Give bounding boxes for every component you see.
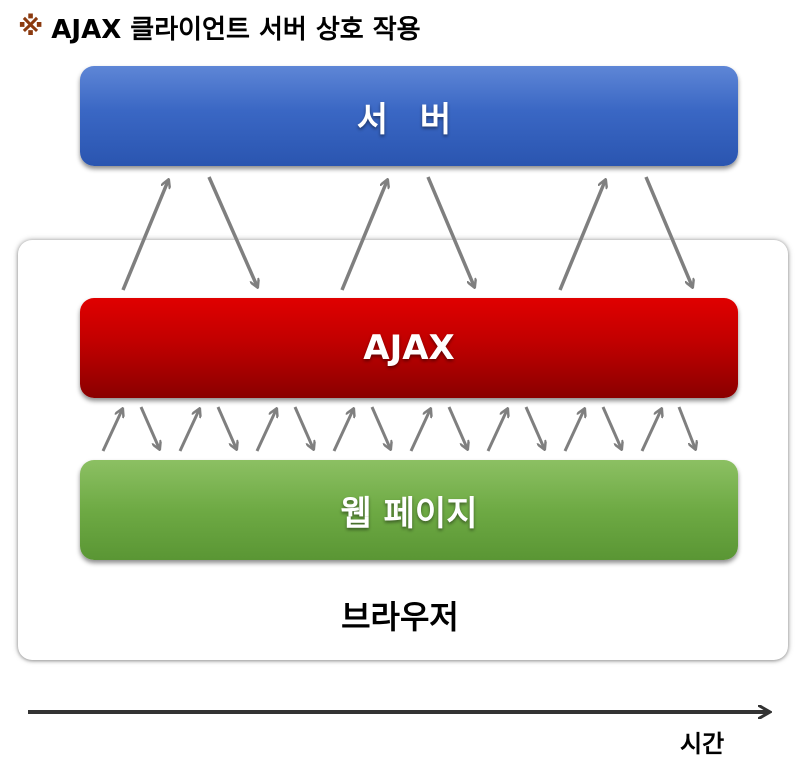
browser-label: 브라우저 — [341, 598, 459, 636]
diagram-title: ※ AJAX 클라이언트 서버 상호 작용 — [18, 10, 421, 45]
ajax-label: AJAX — [363, 328, 455, 368]
reference-mark-icon: ※ — [18, 12, 44, 42]
time-label: 시간 — [680, 730, 725, 758]
ajax-box: AJAX — [80, 298, 738, 398]
webpage-label: 웹 페이지 — [340, 493, 478, 534]
title-text: AJAX 클라이언트 서버 상호 작용 — [51, 14, 421, 45]
server-label: 서 버 — [356, 99, 462, 140]
server-box: 서 버 — [80, 66, 738, 166]
webpage-box: 웹 페이지 — [80, 460, 738, 560]
